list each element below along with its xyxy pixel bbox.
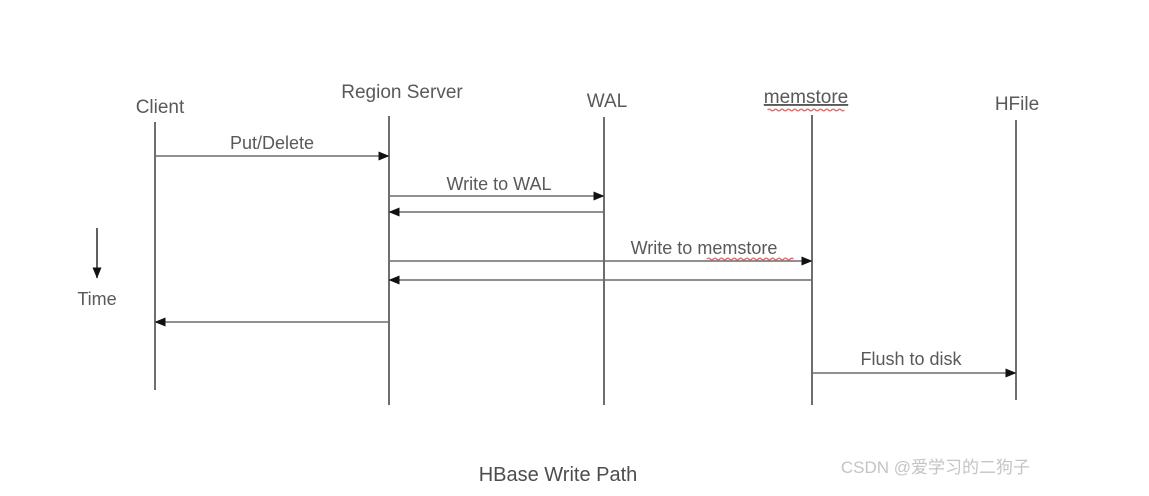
spellcheck-squiggle-icon bbox=[706, 257, 794, 261]
lifeline-label-hfile: HFile bbox=[995, 94, 1039, 115]
time-axis-label: Time bbox=[77, 289, 116, 309]
lifeline-client: Client bbox=[136, 97, 185, 390]
message-flush-to-disk: Flush to disk bbox=[812, 349, 1017, 378]
lifeline-wal: WAL bbox=[587, 91, 627, 405]
lifeline-label-region-server: Region Server bbox=[341, 82, 463, 103]
page-title: HBase Write Path bbox=[479, 464, 638, 486]
lifelines-group: Client Region Server WAL memstore HFile bbox=[136, 82, 1039, 405]
message-write-to-wal: Write to WAL bbox=[389, 174, 605, 201]
lifeline-hfile: HFile bbox=[995, 94, 1039, 400]
message-label-flush-to-disk: Flush to disk bbox=[860, 349, 962, 369]
spellcheck-squiggle-icon bbox=[767, 108, 845, 112]
lifeline-region-server: Region Server bbox=[341, 82, 463, 405]
lifeline-label-client: Client bbox=[136, 97, 185, 118]
message-label-write-to-wal: Write to WAL bbox=[446, 174, 551, 194]
watermark: CSDN @爱学习的二狗子 bbox=[841, 458, 1030, 477]
time-axis: Time bbox=[77, 228, 117, 309]
message-label-write-to-memstore: Write to memstore bbox=[631, 238, 778, 258]
message-write-to-memstore: Write to memstore bbox=[389, 238, 813, 266]
lifeline-label-wal: WAL bbox=[587, 91, 627, 112]
message-put-delete: Put/Delete bbox=[155, 133, 390, 161]
message-label-put-delete: Put/Delete bbox=[230, 133, 314, 153]
lifeline-label-memstore: memstore bbox=[764, 87, 848, 108]
